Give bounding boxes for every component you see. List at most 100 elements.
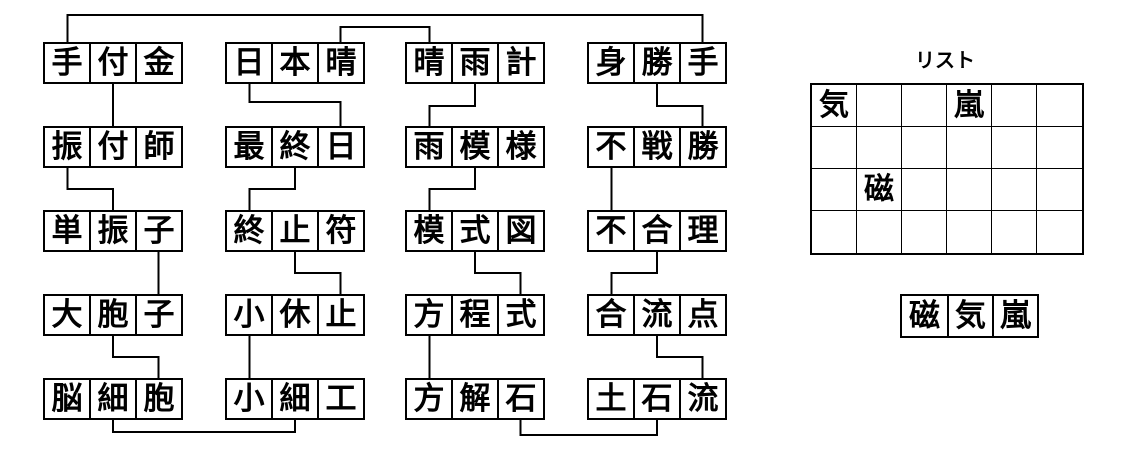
list-cell-r1-c5[interactable] <box>1037 127 1082 169</box>
kanji-cell: 終 <box>233 212 265 249</box>
kanji-cell: 細 <box>89 380 135 418</box>
kanji-cell: 図 <box>497 212 543 250</box>
list-cell-r2-c5[interactable] <box>1037 169 1082 211</box>
answer-box: 磁気嵐 <box>900 294 1039 338</box>
kanji-cell: 金 <box>135 44 181 82</box>
kanji-cell: 師 <box>135 128 181 166</box>
kanji-cell: 大 <box>51 296 83 333</box>
list-grid: 気 嵐磁 <box>810 83 1084 255</box>
connector-line <box>428 168 476 210</box>
kanji-cell: 勝 <box>679 128 725 166</box>
list-cell-r2-c1[interactable]: 磁 <box>857 169 902 211</box>
list-cell-r1-c3[interactable] <box>947 127 992 169</box>
kanji-cell: 日 <box>233 44 265 81</box>
kanji-cell: 休 <box>271 296 317 334</box>
connector-line <box>66 14 704 42</box>
word-box-c3-r4: 土石流 <box>587 378 727 420</box>
kanji-cell: 不 <box>595 212 627 249</box>
kanji-cell: 手 <box>679 44 725 82</box>
kanji-cell: 小 <box>233 296 265 333</box>
list-cell-r2-c0[interactable] <box>812 169 857 211</box>
list-cell-r0-c1[interactable] <box>857 85 902 127</box>
kanji-cell: 工 <box>317 380 363 418</box>
kanji-cell: 最 <box>233 128 265 165</box>
kanji-cell: 子 <box>135 212 181 250</box>
list-cell-r3-c0[interactable] <box>812 211 857 253</box>
list-cell-r0-c0[interactable]: 気 <box>812 85 857 127</box>
connector-line <box>610 252 658 294</box>
kanji-cell: 合 <box>595 296 627 333</box>
word-box-c2-r1: 雨模様 <box>405 126 545 168</box>
list-cell-r3-c1[interactable] <box>857 211 902 253</box>
kanji-cell: 点 <box>679 296 725 334</box>
kanji-cell: 石 <box>633 380 679 418</box>
kanji-cell: 小 <box>233 380 265 417</box>
word-box-c0-r4: 脳細胞 <box>43 378 183 420</box>
kanji-cell: 模 <box>413 212 445 249</box>
list-cell-r0-c2[interactable] <box>902 85 947 127</box>
list-cell-r1-c1[interactable] <box>857 127 902 169</box>
kanji-cell: 付 <box>89 44 135 82</box>
list-cell-r3-c2[interactable] <box>902 211 947 253</box>
list-cell-r3-c4[interactable] <box>992 211 1037 253</box>
kanji-cell: 流 <box>633 296 679 334</box>
kanji-cell: 単 <box>51 212 83 249</box>
connector-line <box>519 420 658 436</box>
kanji-cell: 様 <box>497 128 543 166</box>
connector-line <box>656 84 704 126</box>
kanji-cell: 程 <box>451 296 497 334</box>
list-cell-r0-c4[interactable] <box>992 85 1037 127</box>
list-cell-r1-c2[interactable] <box>902 127 947 169</box>
word-box-c0-r2: 単振子 <box>43 210 183 252</box>
word-box-c0-r1: 振付師 <box>43 126 183 168</box>
kanji-cell: 雨 <box>451 44 497 82</box>
list-cell-r2-c2[interactable] <box>902 169 947 211</box>
word-box-c3-r2: 不合理 <box>587 210 727 252</box>
list-cell-r3-c5[interactable] <box>1037 211 1082 253</box>
word-box-c1-r4: 小細工 <box>225 378 365 420</box>
kanji-cell: 勝 <box>633 44 679 82</box>
answer-cell-1[interactable]: 気 <box>947 296 992 336</box>
kanji-cell: 流 <box>679 380 725 418</box>
answer-cell-2[interactable]: 嵐 <box>992 296 1037 336</box>
word-box-c2-r2: 模式図 <box>405 210 545 252</box>
kanji-cell: 脳 <box>51 380 83 417</box>
kanji-cell: 身 <box>595 44 627 81</box>
connector-line <box>248 168 296 210</box>
connector-line <box>112 420 296 433</box>
list-cell-r2-c3[interactable] <box>947 169 992 211</box>
kanji-cell: 方 <box>413 296 445 333</box>
kanji-cell: 晴 <box>317 44 363 82</box>
kanji-cell: 胞 <box>135 380 181 418</box>
kanji-cell: 土 <box>595 380 627 417</box>
kanji-cell: 晴 <box>413 44 445 81</box>
list-cell-r0-c5[interactable] <box>1037 85 1082 127</box>
kanji-cell: 式 <box>451 212 497 250</box>
list-cell-r0-c3[interactable]: 嵐 <box>947 85 992 127</box>
kanji-cell: 日 <box>317 128 363 166</box>
list-cell-r3-c3[interactable] <box>947 211 992 253</box>
list-cell-r2-c4[interactable] <box>992 169 1037 211</box>
kanji-cell: 理 <box>679 212 725 250</box>
connector-line <box>294 252 342 294</box>
answer-cell-0[interactable]: 磁 <box>909 297 940 334</box>
kanji-cell: 合 <box>633 212 679 250</box>
word-box-c2-r4: 方解石 <box>405 378 545 420</box>
word-box-c3-r1: 不戦勝 <box>587 126 727 168</box>
kanji-cell: 不 <box>595 128 627 165</box>
word-box-c2-r3: 方程式 <box>405 294 545 336</box>
list-cell-r1-c4[interactable] <box>992 127 1037 169</box>
kanji-cell: 胞 <box>89 296 135 334</box>
connector-line <box>112 336 160 378</box>
list-cell-r1-c0[interactable] <box>812 127 857 169</box>
kanji-cell: 符 <box>317 212 363 250</box>
word-box-c1-r1: 最終日 <box>225 126 365 168</box>
word-box-c0-r3: 大胞子 <box>43 294 183 336</box>
kanji-cell: 雨 <box>413 128 445 165</box>
kanji-cell: 方 <box>413 380 445 417</box>
word-box-c1-r2: 終止符 <box>225 210 365 252</box>
kanji-cell: 手 <box>51 44 83 81</box>
word-box-c3-r0: 身勝手 <box>587 42 727 84</box>
